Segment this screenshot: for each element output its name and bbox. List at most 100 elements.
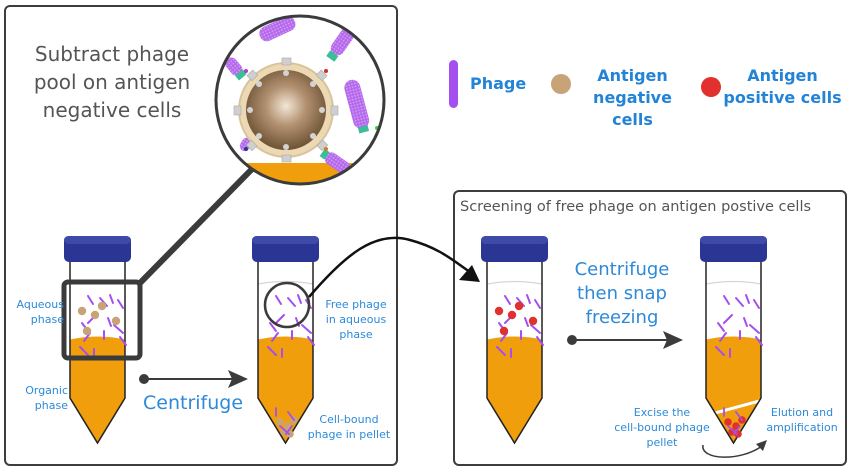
elution-line-2: amplification: [766, 421, 838, 434]
legend-antigen-negative-label: Antigen negative cells: [570, 65, 695, 131]
pellet-phage-rod: [285, 425, 293, 435]
aqueous-cell: [82, 326, 92, 336]
pellet-phage-rod: [735, 411, 743, 421]
free-phage-line-3: phase: [339, 328, 373, 341]
phage-rod: [275, 295, 282, 305]
tube-3: [481, 236, 548, 445]
tube-outline: [257, 262, 314, 445]
phage-rod: [79, 346, 89, 356]
aqueous-meniscus: [706, 280, 761, 285]
phage-rod: [113, 324, 124, 334]
zoom-inner-antigens: [247, 70, 325, 150]
left-title-line-2: pool on antigen: [33, 70, 191, 94]
aqueous-cell: [494, 306, 504, 316]
phage-rod: [269, 322, 277, 332]
aqueous-cell: [528, 316, 538, 326]
legend-neg-line-1: Antigen: [597, 66, 668, 85]
tube-cap-top: [481, 236, 548, 244]
aqueous-cell: [507, 310, 517, 320]
elution-arrow-head: [756, 440, 767, 451]
organic-phase-fill: [487, 336, 542, 443]
phage-rod: [119, 336, 127, 346]
centrifuge-label: Centrifuge: [143, 392, 244, 414]
phage-rod: [745, 294, 750, 304]
aqueous-line-2: phase: [30, 313, 64, 326]
zoom-phage-4: [225, 57, 247, 81]
snap-freeze-label: Centrifuge then snap freezing: [562, 258, 682, 330]
aqueous-meniscus: [487, 280, 542, 285]
legend-antigen-positive-label: Antigen positive cells: [720, 65, 845, 109]
tube-cap-top: [700, 236, 767, 244]
organic-phase-fill: [70, 336, 125, 443]
phage-rod: [307, 336, 315, 346]
tube2-magnifier-circle: [263, 281, 311, 329]
aqueous-cell: [514, 301, 524, 311]
pellet-cell: [724, 418, 732, 426]
aqueous-cell: [111, 316, 121, 326]
phage-rod: [109, 294, 114, 304]
zoomed-cell-view: [216, 16, 384, 184]
tube1-magnifier-box: [61, 279, 143, 361]
legend-phage-text: Phage: [470, 74, 527, 93]
pellet-phage-rod: [733, 425, 741, 435]
left-title-line-3: negative cells: [42, 98, 182, 122]
zoom-phage-5: [319, 148, 351, 175]
aqueous-cell: [97, 301, 107, 311]
phage-rod: [275, 314, 285, 324]
tube-outline: [486, 262, 543, 445]
phage-rod: [301, 324, 312, 334]
tube-outline: [705, 262, 762, 445]
legend-antigen-positive-icon: [701, 77, 721, 97]
tube-cap-top: [64, 236, 131, 244]
cell-bound-label: Cell-bound phage in pellet: [305, 412, 393, 442]
snap-line-3: freezing: [585, 307, 659, 328]
legend-antigen-negative-icon: [551, 74, 571, 94]
excise-line-1: Excise the: [633, 406, 691, 419]
phage-rod: [107, 317, 112, 327]
snap-line-1: Centrifuge: [574, 259, 670, 280]
cell-bound-line-2: phage in pellet: [307, 428, 391, 441]
centrifuge-arrow-head: [228, 370, 248, 388]
legend-neg-line-2: negative cells: [593, 88, 672, 129]
pellet-phage-rod: [287, 411, 295, 421]
snap-freeze-arrow-head: [663, 331, 683, 349]
phage-rod: [117, 299, 124, 309]
left-title-line-1: Subtract phage: [34, 42, 190, 66]
organic-line-1: Organic: [25, 384, 68, 397]
phage-rod: [735, 297, 744, 307]
pellet-cell: [276, 418, 284, 426]
transfer-arrow-head: [459, 265, 480, 282]
phage-rod: [524, 317, 529, 327]
phage-rod: [723, 295, 730, 305]
aqueous-cell: [77, 306, 87, 316]
elution-curve-arrow: [702, 444, 763, 458]
phage-rod: [717, 322, 725, 332]
phage-rod: [271, 332, 279, 342]
phage-rod: [287, 297, 296, 307]
phage-rod: [749, 324, 760, 334]
aqueous-phase-label: Aqueous phase: [8, 297, 65, 327]
free-phage-line-1: Free phage: [325, 298, 387, 311]
phage-rod: [496, 346, 506, 356]
phage-rod: [723, 314, 733, 324]
phage-rod: [267, 346, 277, 356]
snap-line-2: then snap: [577, 283, 667, 304]
legend-phage-icon: [449, 60, 458, 108]
phage-rod: [753, 299, 760, 309]
zoom-phage-3: [344, 79, 370, 134]
aqueous-meniscus: [258, 280, 313, 285]
zoom-cell-body: [246, 70, 326, 150]
excise-line-3: pellet: [646, 436, 678, 449]
phage-rod: [715, 346, 725, 356]
phage-rod: [536, 336, 544, 346]
excise-line-2: cell-bound phage: [614, 421, 710, 434]
phage-rod: [87, 295, 94, 305]
transfer-curve-arrow: [308, 236, 471, 298]
zoom-receptors: [233, 57, 339, 163]
free-phage-line-2: in aqueous: [325, 313, 387, 326]
phage-rod: [297, 294, 302, 304]
aqueous-cell: [90, 310, 100, 320]
cell-bound-line-1: Cell-bound: [319, 413, 379, 426]
